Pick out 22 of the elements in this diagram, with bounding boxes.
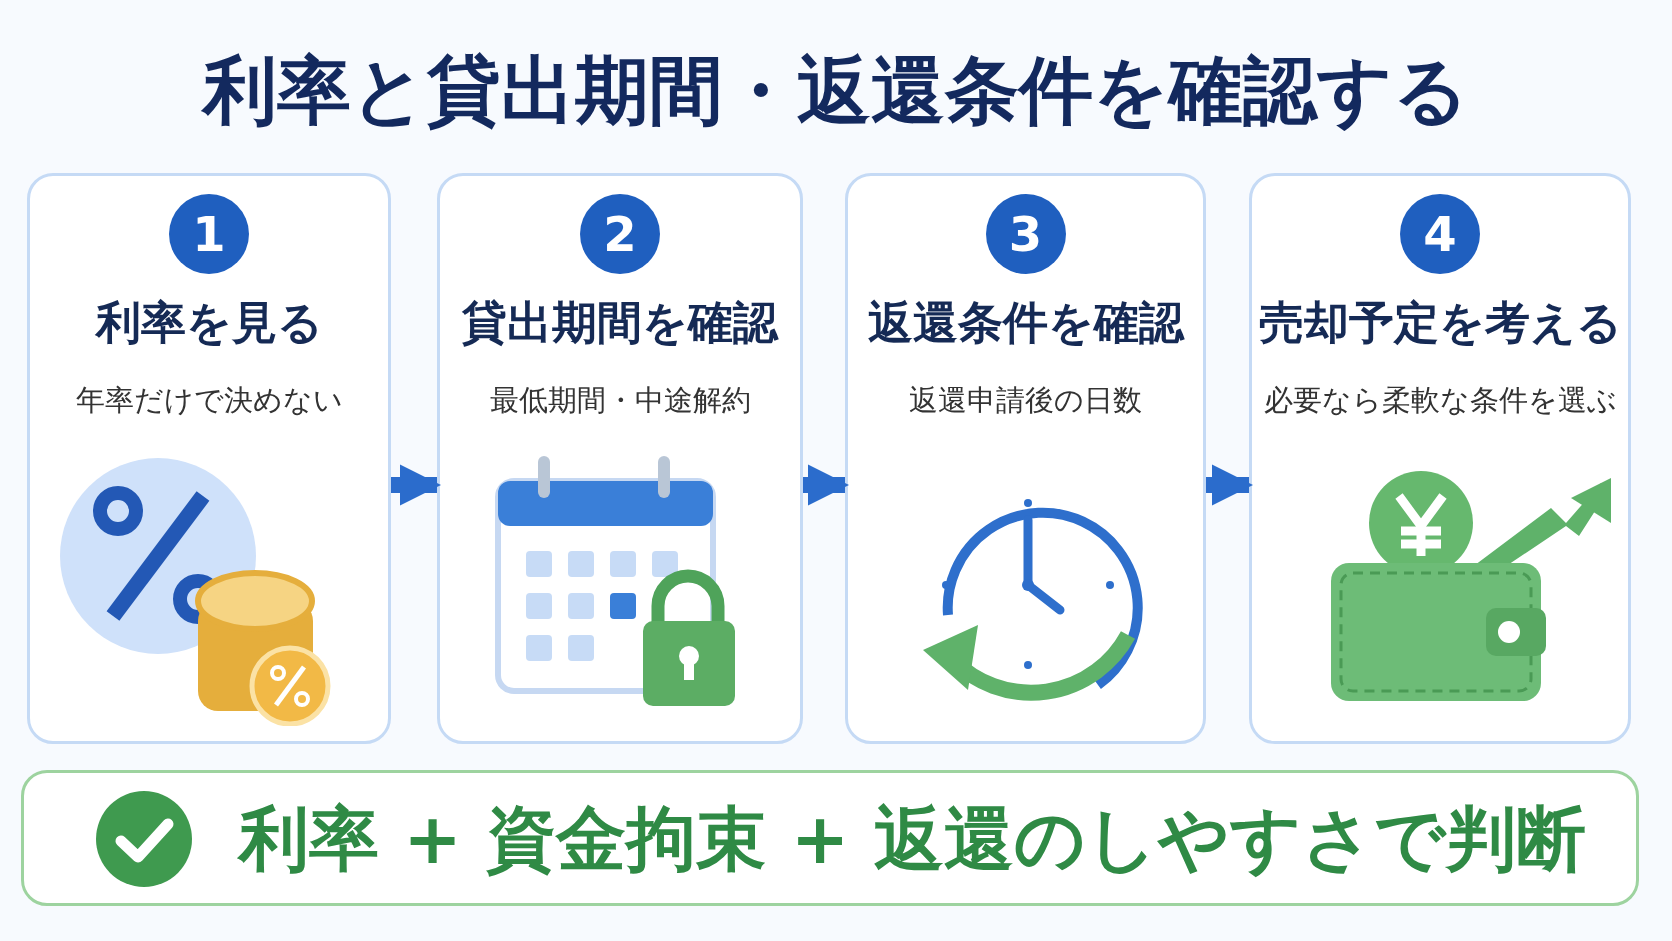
summary-text: 利率 + 資金拘束 + 返還のしやすさで判断 xyxy=(239,797,1586,882)
step-number: 1 xyxy=(169,194,249,274)
step-number: 4 xyxy=(1400,194,1480,274)
title: 利率と貸出期間・返還条件を確認する xyxy=(200,46,1470,135)
step-heading: 利率を見る xyxy=(94,295,324,351)
step-note: 年率だけで決めない xyxy=(74,382,344,419)
step-card xyxy=(845,173,1206,744)
step-number: 3 xyxy=(985,194,1066,274)
step-card xyxy=(1249,173,1631,744)
step-heading: 貸出期間を確認 xyxy=(461,295,780,351)
step-note: 最低期間・中途解約 xyxy=(488,382,752,419)
step-note: 返還申請後の日数 xyxy=(908,382,1143,419)
arrow xyxy=(391,464,442,506)
step-card xyxy=(437,173,803,744)
step-heading: 売却予定を考える xyxy=(1257,295,1623,351)
step-note: 必要なら柔軟な条件を選ぶ xyxy=(1262,382,1618,419)
arrow xyxy=(803,464,850,506)
summary-box xyxy=(21,770,1639,906)
step-heading: 返還条件を確認 xyxy=(866,295,1186,351)
step-card xyxy=(27,173,391,744)
arrow xyxy=(1206,464,1254,506)
step-number: 2 xyxy=(580,194,660,274)
